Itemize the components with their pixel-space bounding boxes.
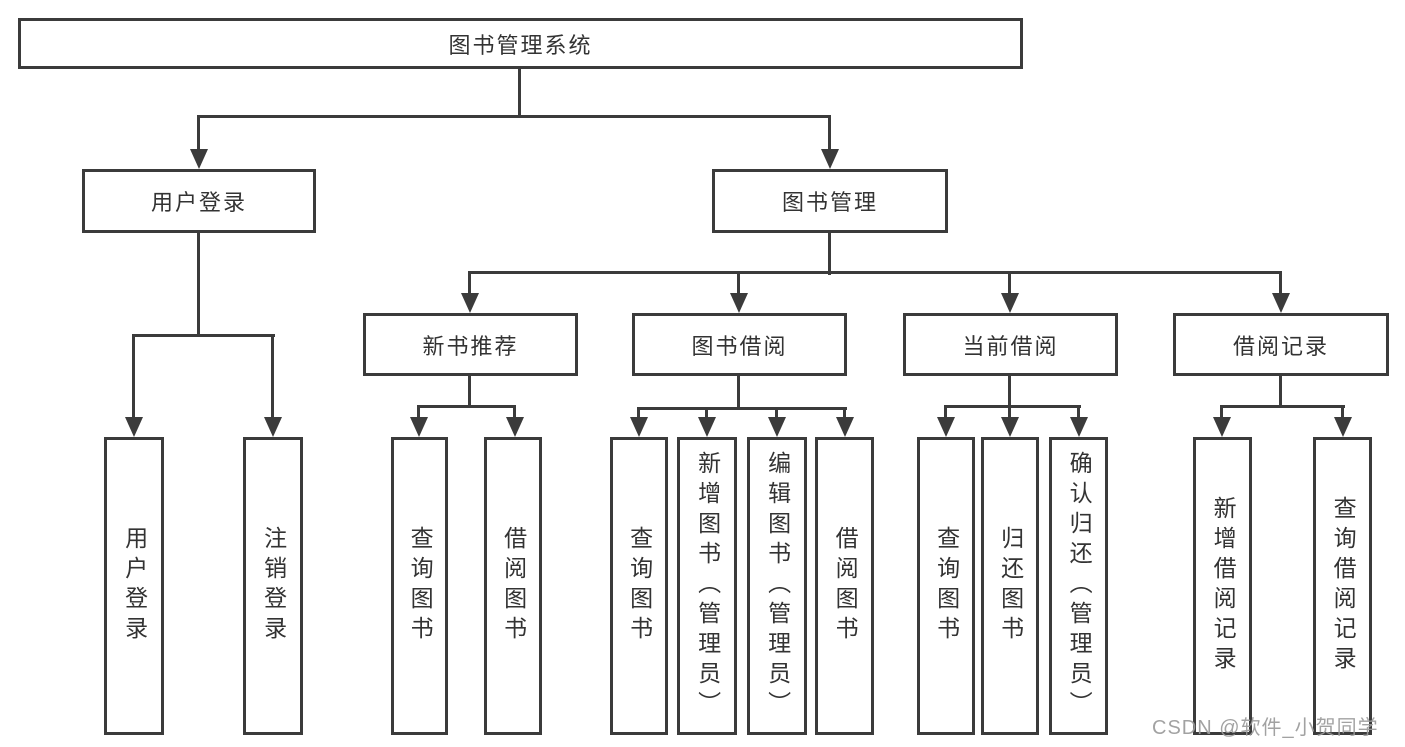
leaf-add-borrow-record: 新增借阅记录 — [1193, 437, 1252, 735]
arrow-down-icon — [125, 417, 143, 437]
leaf-confirm-return-admin: 确认归还（管理员） — [1049, 437, 1108, 735]
arrow-down-icon — [730, 293, 748, 313]
connector-drop-leaf — [637, 409, 640, 417]
node-book-management: 图书管理 — [712, 169, 948, 233]
node-root-library-system: 图书管理系统 — [18, 18, 1023, 69]
connector-recommend-bus — [417, 405, 516, 408]
connector-mgmt-stem — [828, 233, 831, 275]
connector-login-stem — [197, 233, 200, 337]
connector-current-bus — [944, 405, 1081, 408]
arrow-down-icon — [410, 417, 428, 437]
node-current-borrow: 当前借阅 — [903, 313, 1118, 376]
arrow-down-icon — [1001, 293, 1019, 313]
leaf-query-borrow-record: 查询借阅记录 — [1313, 437, 1372, 735]
connector-login-bus — [132, 334, 275, 337]
leaf-return-book: 归还图书 — [981, 437, 1039, 735]
connector-records-stem — [1279, 376, 1282, 408]
connector-drop-leaf — [705, 409, 708, 417]
leaf-query-books-recommend: 查询图书 — [391, 437, 448, 735]
connector-borrow-stem — [737, 376, 740, 410]
csdn-watermark: CSDN @软件_小贺同学 — [1152, 717, 1379, 739]
node-borrow-records: 借阅记录 — [1173, 313, 1389, 376]
node-book-borrow: 图书借阅 — [632, 313, 847, 376]
arrow-down-icon — [1001, 417, 1019, 437]
leaf-logout-login: 注销登录 — [243, 437, 303, 735]
connector-drop-leaf — [1220, 407, 1223, 417]
connector-drop-book-management — [828, 118, 831, 149]
arrow-down-icon — [937, 417, 955, 437]
connector-root-stem — [518, 69, 521, 118]
arrow-down-icon — [506, 417, 524, 437]
connector-drop-leaf — [1008, 407, 1011, 417]
connector-drop-leaf — [1077, 407, 1080, 417]
connector-records-bus — [1220, 405, 1345, 408]
leaf-borrow-books-recommend: 借阅图书 — [484, 437, 542, 735]
connector-current-stem — [1008, 376, 1011, 408]
arrow-down-icon — [768, 417, 786, 437]
node-user-login: 用户登录 — [82, 169, 316, 233]
connector-drop-level3 — [1279, 273, 1282, 293]
arrow-down-icon — [190, 149, 208, 169]
arrow-down-icon — [821, 149, 839, 169]
connector-drop-leaf — [775, 409, 778, 417]
leaf-user-login: 用户登录 — [104, 437, 164, 735]
leaf-query-books-borrow: 查询图书 — [610, 437, 668, 735]
connector-borrow-bus — [637, 407, 847, 410]
connector-level2-bus — [197, 115, 831, 118]
connector-drop-leaf — [944, 407, 947, 417]
connector-recommend-stem — [468, 376, 471, 408]
connector-drop-level3 — [1008, 273, 1011, 293]
connector-drop-leaf — [271, 336, 274, 417]
connector-drop-leaf — [417, 407, 420, 417]
connector-drop-level3 — [737, 273, 740, 293]
leaf-query-books-current: 查询图书 — [917, 437, 975, 735]
arrow-down-icon — [461, 293, 479, 313]
leaf-borrow-books: 借阅图书 — [815, 437, 874, 735]
connector-drop-level3 — [468, 273, 471, 293]
arrow-down-icon — [1334, 417, 1352, 437]
connector-drop-leaf — [132, 336, 135, 417]
connector-drop-leaf — [843, 409, 846, 417]
connector-level3-bus — [468, 271, 1282, 274]
arrow-down-icon — [1272, 293, 1290, 313]
leaf-add-book-admin: 新增图书（管理员） — [677, 437, 737, 735]
arrow-down-icon — [1070, 417, 1088, 437]
connector-drop-leaf — [1341, 407, 1344, 417]
arrow-down-icon — [630, 417, 648, 437]
connector-drop-leaf — [513, 407, 516, 417]
leaf-edit-book-admin: 编辑图书（管理员） — [747, 437, 807, 735]
connector-drop-user-login — [197, 118, 200, 149]
node-new-book-recommend: 新书推荐 — [363, 313, 578, 376]
arrow-down-icon — [264, 417, 282, 437]
arrow-down-icon — [698, 417, 716, 437]
arrow-down-icon — [1213, 417, 1231, 437]
arrow-down-icon — [836, 417, 854, 437]
